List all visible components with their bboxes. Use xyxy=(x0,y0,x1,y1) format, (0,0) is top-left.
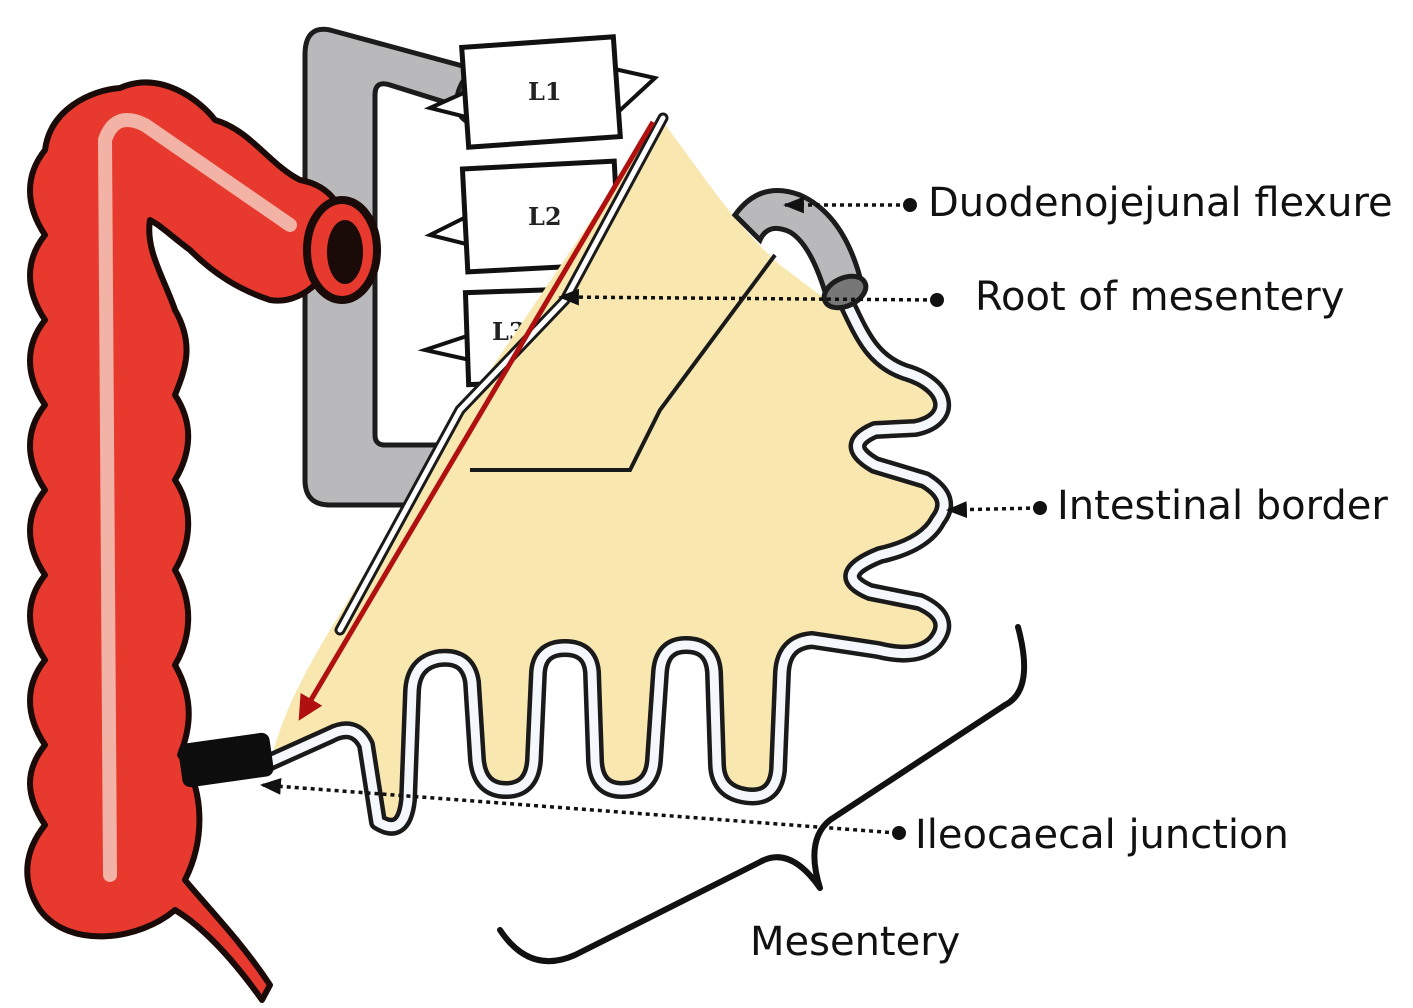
label-ileocaecal-junction: Ileocaecal junction xyxy=(915,812,1289,858)
pointer-dot-icon xyxy=(903,198,917,212)
label-duodenojejunal-flexure: Duodenojejunal flexure xyxy=(928,180,1393,226)
ascending-colon xyxy=(27,82,377,1000)
ileocaecal-junction xyxy=(177,732,274,788)
label-mesentery: Mesentery xyxy=(750,919,960,965)
vertebra-l1: L1 xyxy=(430,37,655,147)
vertebra-label-l1: L1 xyxy=(528,77,562,106)
pointer-dot-icon xyxy=(1033,501,1047,515)
label-root-of-mesentery: Root of mesentery xyxy=(975,274,1344,320)
label-intestinal-border: Intestinal border xyxy=(1057,483,1388,529)
vertebra-label-l2: L2 xyxy=(528,202,562,231)
pointer-dot-icon xyxy=(930,293,944,307)
pointer-dot-icon xyxy=(892,826,906,840)
